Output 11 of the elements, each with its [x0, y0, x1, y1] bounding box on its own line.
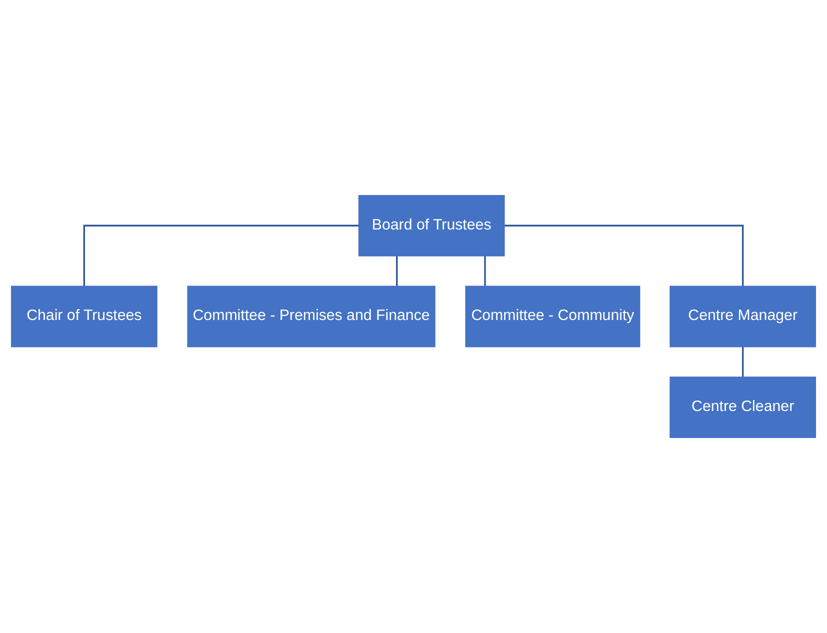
connector [83, 224, 359, 286]
connector [396, 256, 398, 286]
node-box: Board of Trustees [358, 194, 505, 256]
connector [504, 224, 744, 286]
node-box: Centre Cleaner [670, 376, 816, 438]
node-box: Committee - Premises and Finance [187, 286, 436, 348]
node-box: Committee - Community [465, 286, 640, 348]
node-box: Centre Manager [670, 286, 816, 348]
connector [484, 256, 486, 286]
node-box: Chair of Trustees [10, 286, 158, 348]
connector [742, 347, 744, 377]
